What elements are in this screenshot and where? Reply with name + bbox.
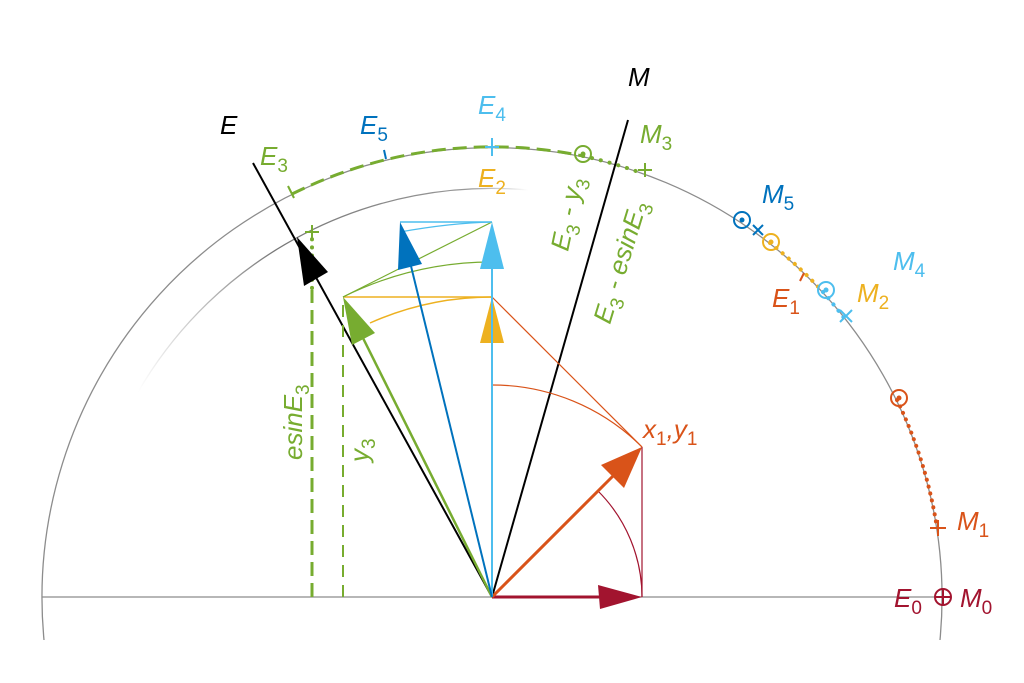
label-E0: E0 [894,583,922,619]
crimson-arc [597,490,643,598]
E4-plus-marker [485,138,499,156]
esinE3-plus-marker [305,225,319,239]
M5-marker [733,211,764,236]
black-arrow [297,237,328,286]
E1-tick [799,272,805,282]
label-M0: M0 [960,583,992,619]
green-arc [342,261,493,298]
label-M2: M2 [857,278,889,314]
label-M: M [628,62,650,92]
E5-tick [383,149,387,160]
label-esinE3: esinE3 [278,384,314,460]
label-E: E [220,110,238,140]
lightblue-arc [399,221,493,233]
orangered-dotted-arc [895,398,939,530]
M1-marker [890,389,946,536]
label-E2: E2 [478,163,506,199]
label-E3-minus-y3: E3 - y3 [545,174,596,254]
label-M5: M5 [762,179,794,215]
M3-marker [574,145,652,177]
M2-marker [762,233,780,251]
label-y3: y3 [344,438,380,464]
label-M1: M1 [957,506,989,542]
M-line [491,119,629,598]
label-E4: E4 [478,90,506,126]
E3-tick [287,185,295,199]
label-E3-minus-esinE3: E3 - esinE3 [587,197,658,329]
M4-marker [817,281,853,323]
crimson-arrow [492,585,642,609]
orange-arc [369,296,493,324]
label-x1-y1: x1,y1 [641,414,697,450]
label-M3: M3 [640,119,672,155]
blue-arrow [398,222,493,598]
green-dashed-arc [291,145,584,196]
E0-M0-marker [934,588,952,606]
orangered-diagonal [491,296,643,448]
E-line [252,162,493,598]
inner-arc [137,187,529,393]
label-E5: E5 [360,110,388,146]
orangered-arc [491,384,643,448]
label-M4: M4 [893,246,926,282]
label-E1: E1 [772,283,800,319]
green-arrow [343,297,494,598]
lightblue-arrow [480,222,504,597]
label-E3: E3 [260,141,288,177]
orangered-arrow [490,447,642,599]
